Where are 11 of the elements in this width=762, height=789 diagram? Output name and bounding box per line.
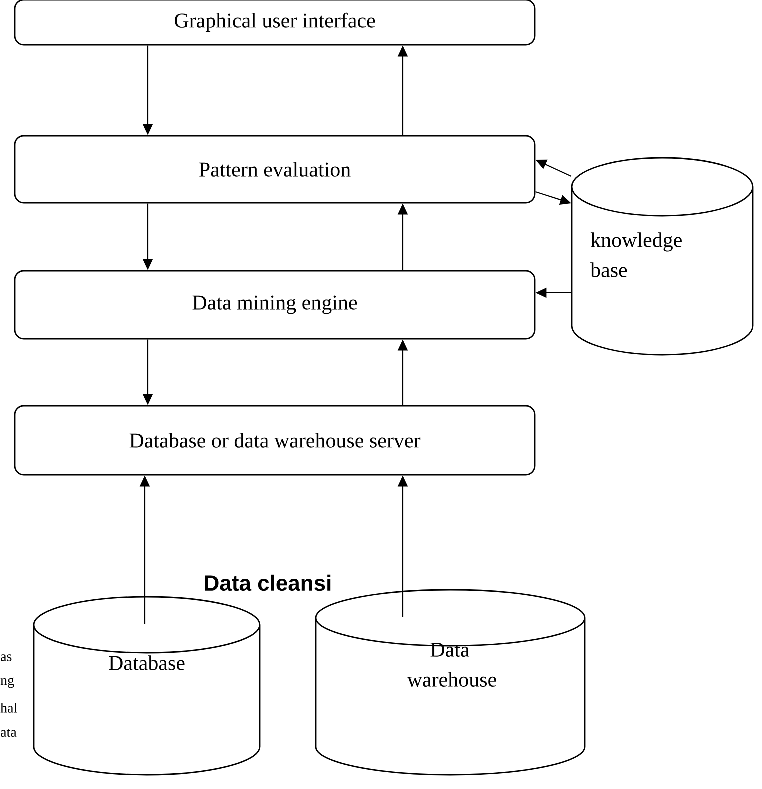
text-fragment: hal [0,703,18,713]
process-box: Pattern evaluation [14,135,536,204]
process-box: Graphical user interface [14,0,536,46]
text-fragment: as [1,654,12,662]
text-fragment: ng [0,678,14,688]
cylinder: knowledge base [571,157,754,356]
text-fragment: ata [1,728,17,738]
cylinder: Database [33,596,261,776]
process-box: Database or data warehouse server [14,405,536,476]
process-box: Data mining engine [14,270,536,340]
heading-text: Data cleansi [205,574,331,592]
